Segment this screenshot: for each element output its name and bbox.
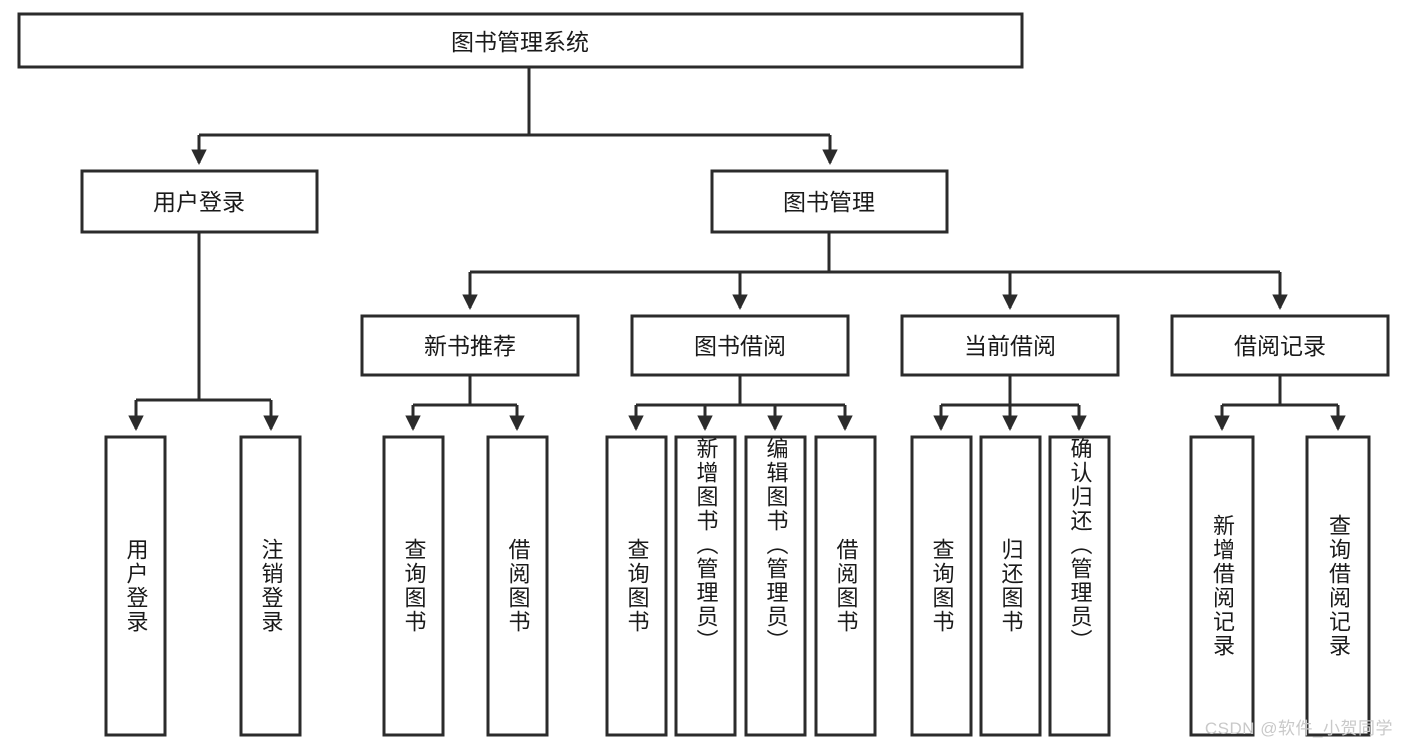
leaf-logout-box[interactable] <box>239 435 302 737</box>
node-new-book-recommend-box[interactable] <box>360 314 580 377</box>
leaf-edit-book-box[interactable] <box>744 435 807 737</box>
leaf-confirm-return-box[interactable] <box>1048 435 1111 737</box>
leaf-return-book-box[interactable] <box>979 435 1042 737</box>
connector-borrow-record-to-leaves <box>1214 375 1346 431</box>
node-new-book-recommend[interactable]: 新书推荐 <box>360 314 580 377</box>
connector-new-book-recommend-to-leaves <box>405 375 525 431</box>
node-new-book-recommend-label: 新书推荐 <box>424 333 516 359</box>
leaf-borrow-book-1-box[interactable] <box>486 435 549 737</box>
node-user-login-label: 用户登录 <box>153 189 245 215</box>
node-current-borrow-box[interactable] <box>900 314 1120 377</box>
node-user-login-box[interactable] <box>80 169 319 234</box>
connector-user-login-to-leaves <box>128 232 279 431</box>
leaf-add-record-box[interactable] <box>1189 435 1255 737</box>
node-root[interactable]: 图书管理系统 <box>17 12 1024 69</box>
leaf-query-book-3-box[interactable] <box>910 435 973 737</box>
node-borrow-record-label: 借阅记录 <box>1234 333 1326 359</box>
node-root-box[interactable] <box>17 12 1024 69</box>
node-book-borrow[interactable]: 图书借阅 <box>630 314 850 377</box>
node-root-label: 图书管理系统 <box>451 29 589 55</box>
leaf-add-book-box[interactable] <box>674 435 737 737</box>
node-book-borrow-label: 图书借阅 <box>694 333 786 359</box>
leaf-query-book-1-box[interactable] <box>382 435 445 737</box>
connector-book-borrow-to-leaves <box>628 375 853 431</box>
node-book-manage-label: 图书管理 <box>783 189 875 215</box>
connector-root-to-level2 <box>191 67 838 165</box>
leaf-query-book-2-box[interactable] <box>605 435 668 737</box>
node-book-manage[interactable]: 图书管理 <box>710 169 949 234</box>
leaf-borrow-book-2-box[interactable] <box>814 435 877 737</box>
node-current-borrow[interactable]: 当前借阅 <box>900 314 1120 377</box>
node-user-login[interactable]: 用户登录 <box>80 169 319 234</box>
node-current-borrow-label: 当前借阅 <box>964 333 1056 359</box>
watermark: CSDN @软件_小贺同学 <box>1204 719 1393 738</box>
leaf-query-record-box[interactable] <box>1305 435 1371 737</box>
connector-current-borrow-to-leaves <box>933 375 1087 431</box>
connector-book-manage-to-level3 <box>462 232 1288 310</box>
leaf-user-login-box[interactable] <box>104 435 167 737</box>
node-borrow-record[interactable]: 借阅记录 <box>1170 314 1390 377</box>
